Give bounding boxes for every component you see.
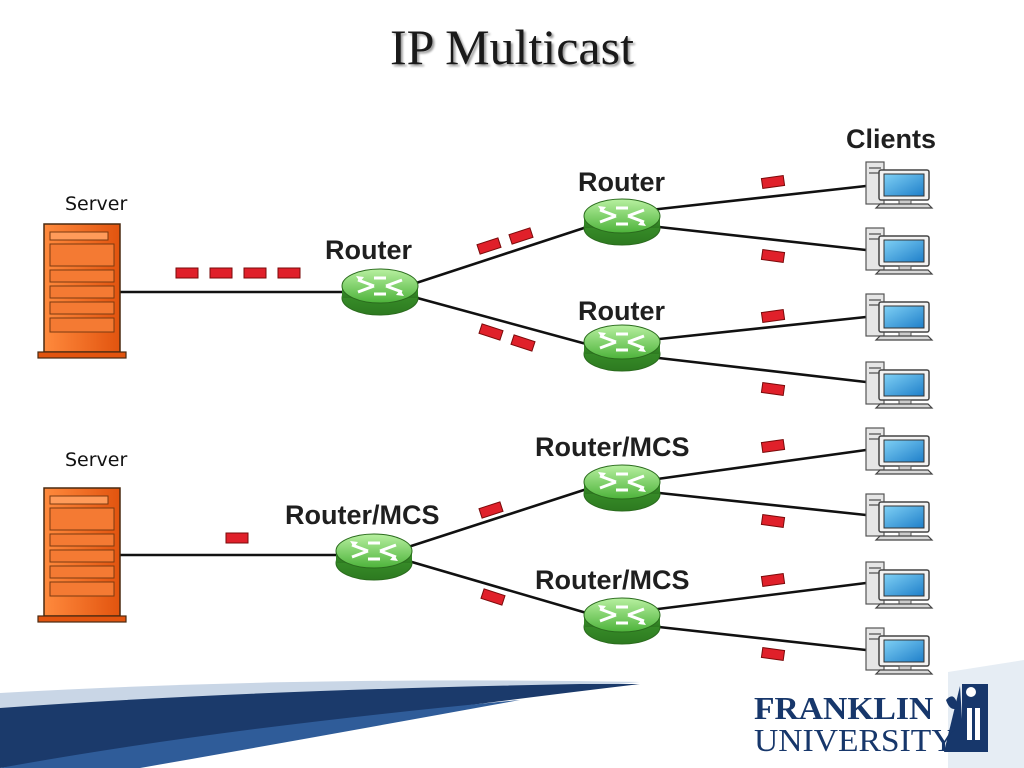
page-title: IP Multicast <box>390 19 634 75</box>
server-label-bottom: Server <box>65 449 128 471</box>
packet <box>175 267 199 279</box>
clients-label: Clients <box>846 124 937 154</box>
top-packets <box>175 174 786 397</box>
packet <box>760 248 786 264</box>
router-mcs-icon <box>582 463 662 513</box>
router-upper-label: Router <box>578 167 665 197</box>
client-computer-icon <box>865 227 933 275</box>
packet <box>225 532 249 544</box>
router-lower-label: Router <box>578 296 665 326</box>
packet <box>478 323 504 341</box>
packet <box>243 267 267 279</box>
client-computer-icon <box>865 627 933 675</box>
packet <box>760 174 786 190</box>
router-mcs-icon <box>582 596 662 646</box>
logo-text-university: UNIVERSITY <box>754 722 956 758</box>
top-links <box>120 184 867 384</box>
packet <box>760 572 786 588</box>
bottom-links <box>120 448 867 652</box>
server-icon <box>37 223 127 359</box>
client-computer-icon <box>865 427 933 475</box>
packet <box>209 267 233 279</box>
router-mcs-main-label: Router/MCS <box>285 500 440 530</box>
packet <box>508 227 534 245</box>
packet <box>277 267 301 279</box>
server-label-top: Server <box>65 193 128 215</box>
router-mcs-lower-label: Router/MCS <box>535 565 690 595</box>
packet <box>510 334 536 352</box>
top-network <box>37 161 933 409</box>
packet <box>760 308 786 324</box>
router-mcs-upper-label: Router/MCS <box>535 432 690 462</box>
bottom-packets <box>225 438 786 662</box>
client-computer-icon <box>865 361 933 409</box>
packet <box>760 381 786 397</box>
packet <box>478 501 504 519</box>
logo-text-franklin: FRANKLIN <box>754 690 934 726</box>
server-icon <box>37 487 127 623</box>
packet <box>476 237 502 255</box>
client-computer-icon <box>865 293 933 341</box>
packet <box>480 588 506 606</box>
bottom-network <box>37 427 933 675</box>
packet <box>760 438 786 454</box>
router-icon <box>340 267 420 317</box>
client-computer-icon <box>865 561 933 609</box>
franklin-logo-mark <box>944 684 988 752</box>
router-icon <box>582 197 662 247</box>
packet <box>760 513 786 529</box>
client-computer-icon <box>865 161 933 209</box>
router-main-label: Router <box>325 235 412 265</box>
client-computer-icon <box>865 493 933 541</box>
router-icon <box>582 323 662 373</box>
packet <box>760 646 786 662</box>
router-mcs-icon <box>334 532 414 582</box>
